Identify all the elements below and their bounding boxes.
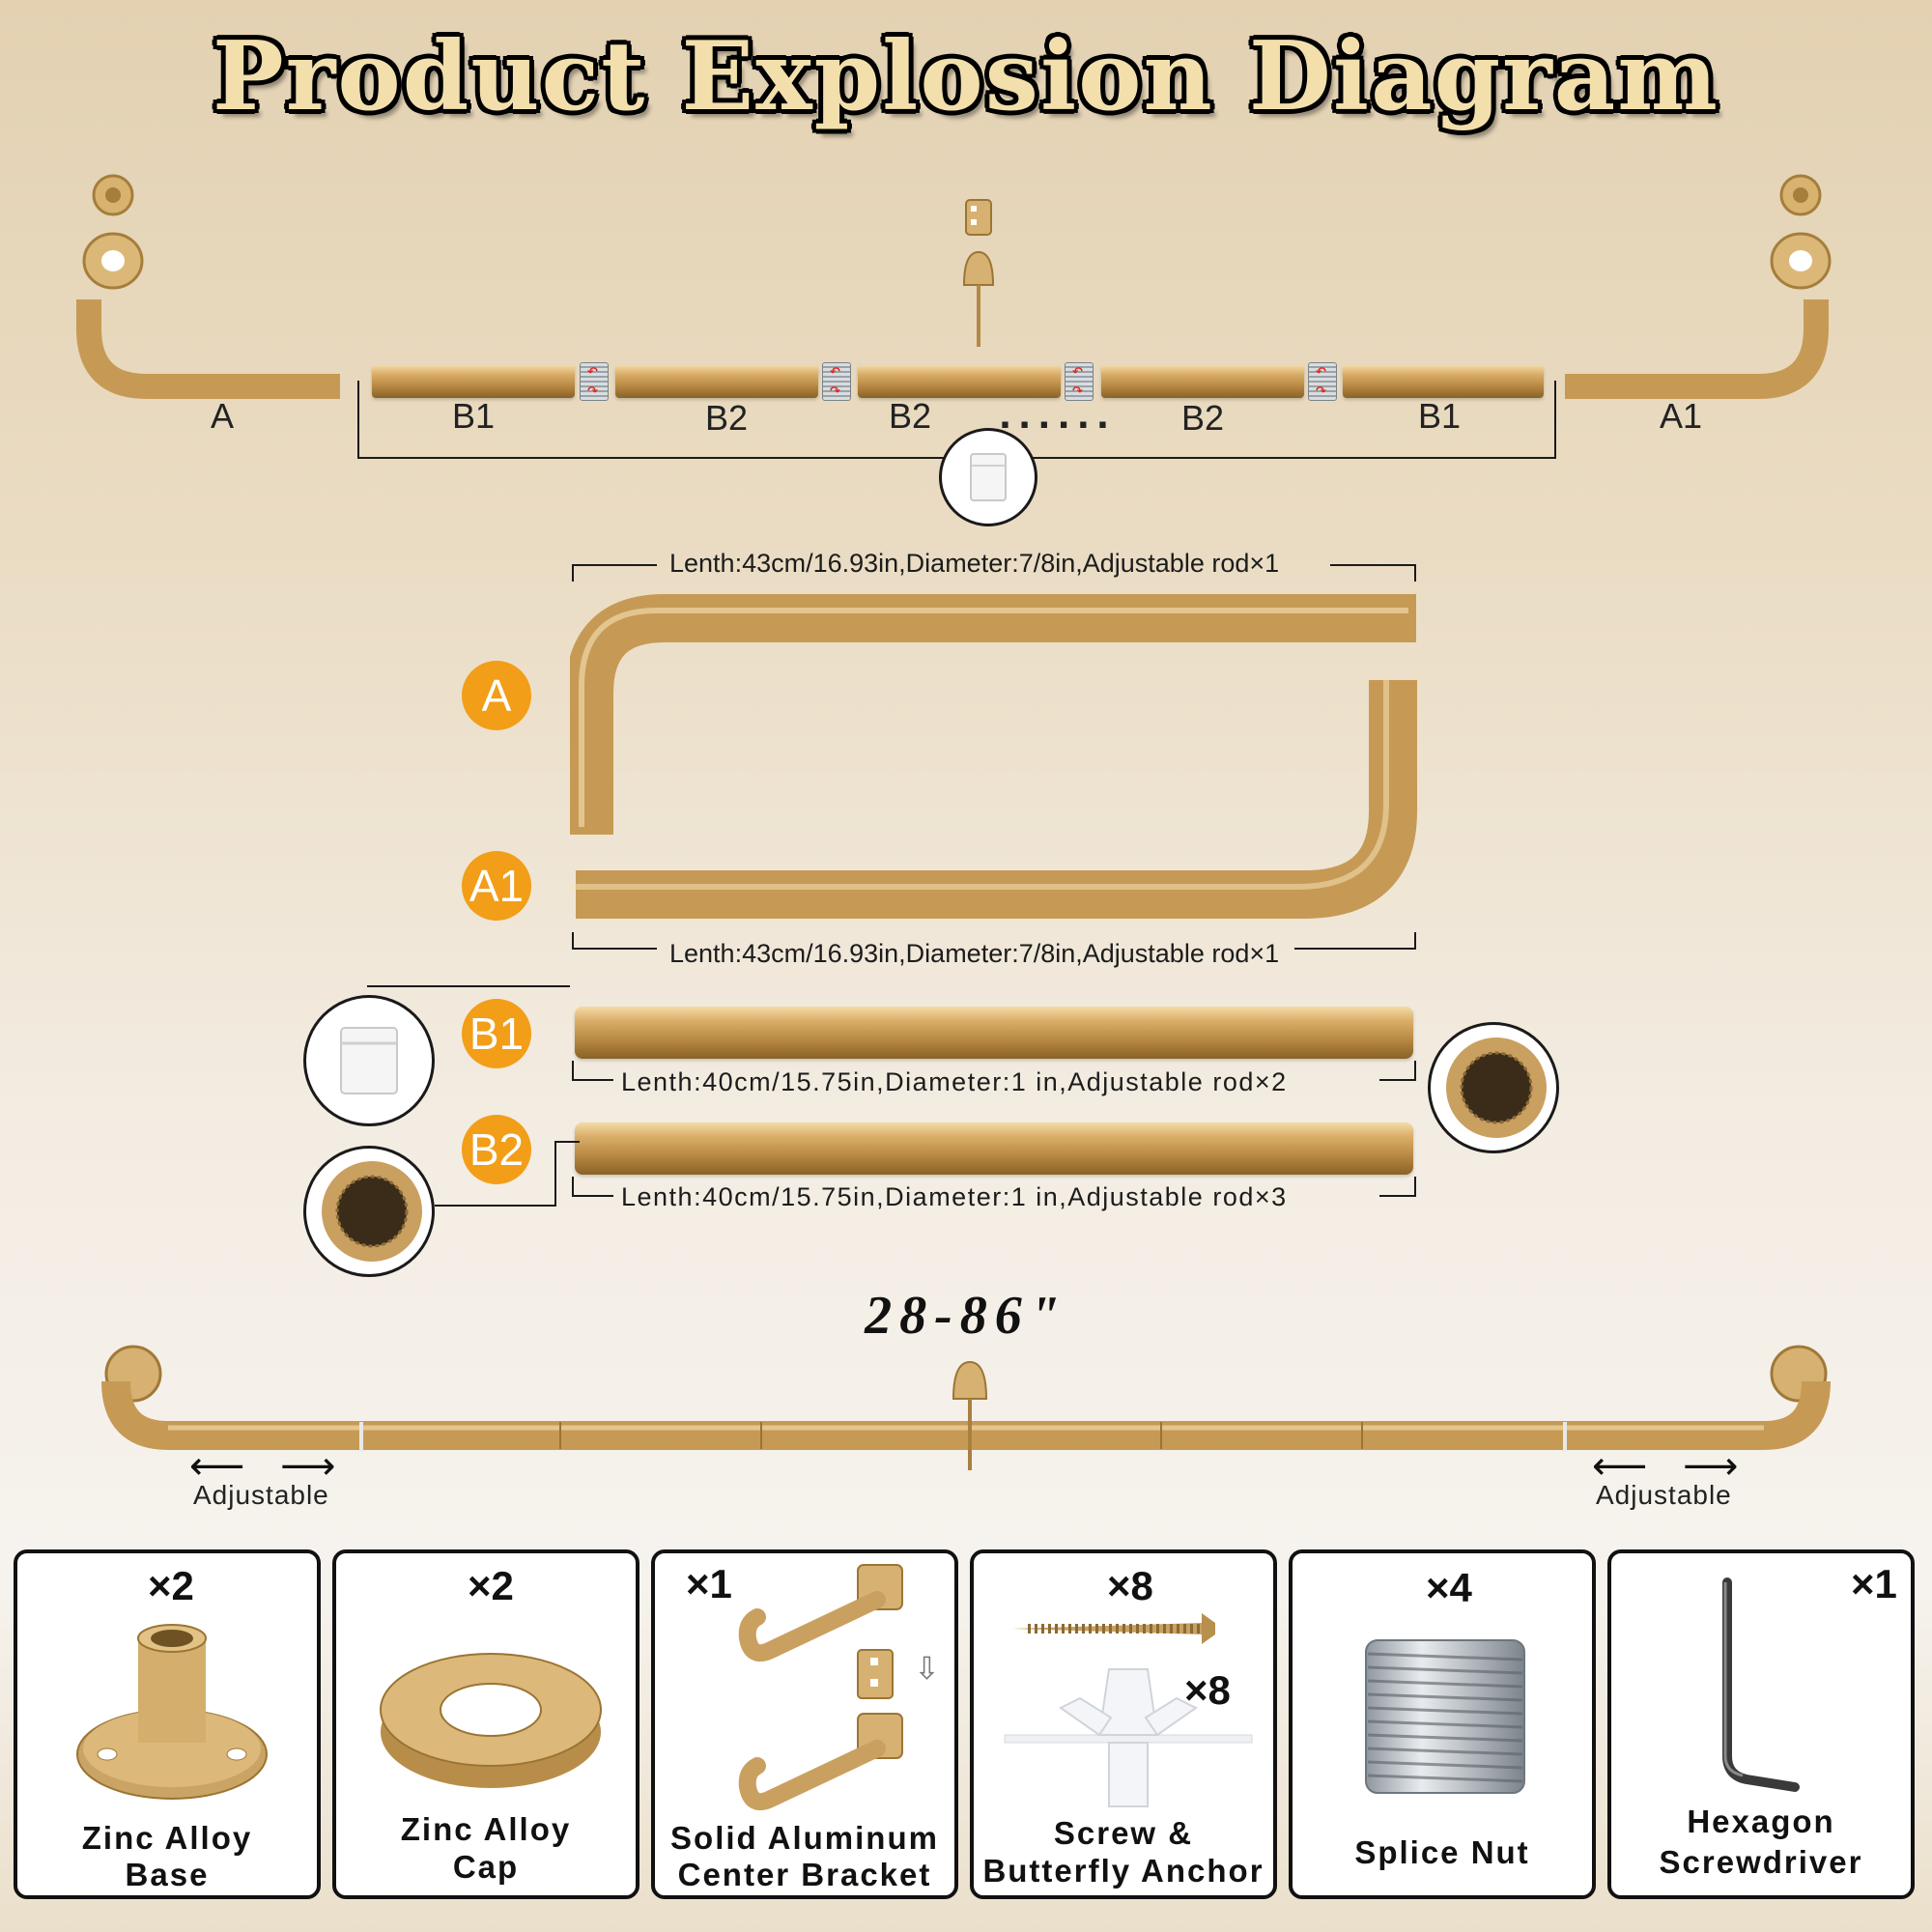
- splice-nut-icon: [1365, 1639, 1525, 1794]
- splice-connector-icon: ↶↷: [1065, 362, 1094, 401]
- rod-a1-icon: [570, 676, 1417, 919]
- dimension-line-a1: [572, 932, 1416, 950]
- arrow-right-icon: ⟶: [1683, 1445, 1739, 1488]
- rod-b2: [575, 1122, 1413, 1175]
- dimension-a1: Lenth:43cm/16.93in,Diameter:7/8in,Adjust…: [669, 939, 1280, 968]
- label-b2: B2: [704, 398, 749, 438]
- badge-b2: B2: [462, 1115, 531, 1184]
- hex-key-icon: [1722, 1577, 1800, 1792]
- page-title: Product Explosion Diagram: [213, 21, 1719, 132]
- part-label: Center Bracket: [677, 1857, 932, 1892]
- label-b1: B1: [1417, 396, 1462, 436]
- splice-connector-icon: ↶↷: [580, 362, 609, 401]
- part-label: Solid Aluminum: [670, 1820, 939, 1856]
- part-label: Base: [125, 1857, 210, 1892]
- b2-callout-line: [435, 1141, 580, 1207]
- dimension-line-b2: [572, 1177, 1416, 1197]
- part-card-splice-nut: ×4 Splice Nut: [1289, 1549, 1596, 1899]
- right-base-and-cap-icon: [1770, 174, 1832, 290]
- dimension-b2: Lenth:40cm/15.75in,Diameter:1 in,Adjusta…: [621, 1182, 1288, 1211]
- part-label: Butterfly Anchor: [982, 1853, 1264, 1889]
- end-rod-a1-icon: [1565, 299, 1829, 399]
- end-cap-inset-icon: [303, 995, 435, 1126]
- rod-b1: [575, 1007, 1413, 1059]
- arrow-left-icon: ⟵: [1592, 1445, 1648, 1488]
- rod-a-icon: [570, 594, 1416, 835]
- quantity: ×8: [1107, 1563, 1153, 1608]
- part-label: Cap: [452, 1849, 520, 1885]
- splice-connector-icon: ↶↷: [822, 362, 851, 401]
- end-cap-inset-icon: [939, 428, 1037, 526]
- rod-b1-left: [372, 365, 575, 398]
- part-label: Zinc Alloy: [81, 1820, 253, 1856]
- left-base-and-cap-icon: [82, 174, 144, 290]
- rod-b2-1: [615, 365, 818, 398]
- label-b2: B2: [888, 396, 932, 436]
- label-a: A: [210, 396, 234, 436]
- quantity: ×1: [1851, 1561, 1897, 1606]
- dimension-a: Lenth:43cm/16.93in,Diameter:7/8in,Adjust…: [669, 549, 1280, 578]
- part-card-screw-anchor: ×8 ×8 Screw & Butterfly Anchor: [970, 1549, 1277, 1899]
- part-label: Hexagon: [1687, 1804, 1835, 1839]
- center-bracket-icon: [962, 199, 995, 347]
- arrow-right-icon: ⟶: [280, 1445, 336, 1488]
- quantity: ×4: [1426, 1565, 1472, 1610]
- quantity: ×2: [468, 1563, 514, 1608]
- part-label: Screwdriver: [1659, 1844, 1863, 1880]
- assembled-rod-icon: [101, 1345, 1831, 1470]
- adjustable-label-left: Adjustable: [193, 1480, 329, 1510]
- screw-icon: [1012, 1613, 1215, 1644]
- total-length: 28-86": [865, 1286, 1067, 1346]
- quantity: ×1: [686, 1561, 732, 1606]
- dimension-line-b1: [572, 1061, 1416, 1081]
- rod-b2-3: [1101, 365, 1304, 398]
- part-card-center-bracket: ×1 ⇩ Solid Aluminum Center Bracket: [651, 1549, 958, 1899]
- rod-b2-2: [858, 365, 1061, 398]
- label-b2: B2: [1180, 398, 1225, 438]
- center-bracket-icon: ⇩: [738, 1564, 940, 1810]
- b1-callout-line: [367, 985, 570, 987]
- badge-a: A: [462, 661, 531, 730]
- part-label: Splice Nut: [1354, 1834, 1530, 1870]
- svg-text:⇩: ⇩: [914, 1650, 940, 1687]
- label-b1: B1: [451, 396, 496, 436]
- threaded-end-inset-icon: [303, 1146, 435, 1277]
- zinc-alloy-base-icon: [76, 1624, 268, 1800]
- butterfly-anchor-icon: [1004, 1668, 1253, 1807]
- dimension-line-a: [572, 564, 1416, 582]
- end-rod-a-icon: [76, 299, 340, 399]
- quantity: ×2: [148, 1563, 194, 1608]
- label-a1: A1: [1659, 396, 1703, 436]
- badge-b1: B1: [462, 999, 531, 1068]
- zinc-alloy-cap-icon: [380, 1653, 602, 1788]
- ellipsis: ......: [999, 390, 1117, 438]
- arrow-left-icon: ⟵: [189, 1445, 245, 1488]
- threaded-end-inset-icon: [1428, 1022, 1559, 1153]
- part-label: Screw &: [1053, 1815, 1194, 1851]
- dimension-b1: Lenth:40cm/15.75in,Diameter:1 in,Adjusta…: [621, 1067, 1288, 1096]
- part-card-base: ×2 Zinc Alloy Base: [14, 1549, 321, 1899]
- part-card-hex-key: ×1 Hexagon Screwdriver: [1607, 1549, 1915, 1899]
- part-card-cap: ×2 Zinc Alloy Cap: [332, 1549, 639, 1899]
- adjustable-label-right: Adjustable: [1596, 1480, 1732, 1510]
- splice-connector-icon: ↶↷: [1308, 362, 1337, 401]
- part-label: Zinc Alloy: [400, 1811, 572, 1847]
- badge-a1: A1: [462, 851, 531, 921]
- rod-b1-right: [1343, 365, 1544, 398]
